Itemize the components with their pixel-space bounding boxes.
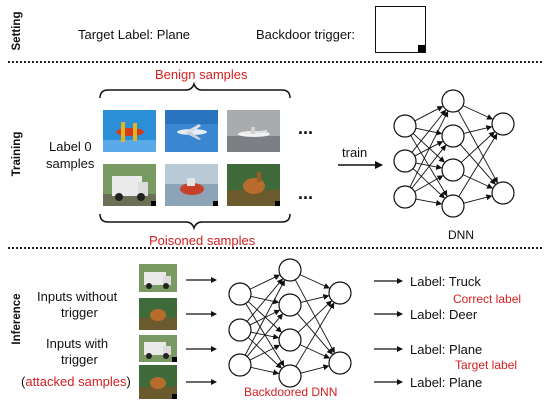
output-label-plane-2: Label: Plane <box>410 375 483 390</box>
backdoored-dnn-edge <box>250 366 280 376</box>
ellipsis-top: ... <box>298 118 314 138</box>
backdoored-dnn-node-layer1 <box>278 258 302 282</box>
training-dnn-edge <box>462 105 494 120</box>
inference-image-truck <box>139 264 177 292</box>
backdoored-dnn-edge <box>295 302 335 367</box>
backdoor-trigger-text: Backdoor trigger: <box>256 27 355 42</box>
output-label-plane-1: Label: Plane <box>410 342 483 357</box>
training-dnn-node-layer1 <box>441 194 465 218</box>
trigger-square <box>418 45 425 52</box>
training-dnn-node-layer2 <box>491 112 515 136</box>
output-label-deer: Label: Deer <box>410 307 478 322</box>
inputs-without-line2: trigger <box>61 305 98 320</box>
training-dnn-edge <box>414 141 444 157</box>
backdoored-dnn-node-layer0 <box>228 282 252 306</box>
training-dnn-edge <box>414 175 444 192</box>
trigger-pattern-box <box>375 6 426 53</box>
training-dnn-node-layer0 <box>393 185 417 209</box>
target-label-text: Target Label: Plane <box>78 27 191 42</box>
attacked-samples-note: (attacked samples) <box>21 374 131 389</box>
attacked-close-paren: ) <box>126 374 131 389</box>
poisoned-image-ship <box>165 164 218 206</box>
backdoored-dnn-edge <box>296 313 333 355</box>
training-dnn-edge <box>412 133 445 163</box>
training-dnn-edge <box>463 125 493 134</box>
backdoored-dnn-node-layer2 <box>328 351 352 375</box>
training-dnn-node-layer0 <box>393 149 417 173</box>
ellipsis-bottom: ... <box>298 183 314 203</box>
benign-samples-label: Benign samples <box>155 67 248 82</box>
dnn-label: DNN <box>448 228 474 242</box>
poisoned-samples-label: Poisoned samples <box>149 233 256 248</box>
backdoored-dnn-edge <box>300 364 330 374</box>
backdoored-dnn-node-layer1 <box>278 364 302 388</box>
inference-image-deer-trigger <box>139 365 177 399</box>
training-dnn-node-layer2 <box>491 181 515 205</box>
separator-setting <box>8 61 542 63</box>
samples-text: samples <box>46 156 95 171</box>
attacked-samples-text: attacked samples <box>25 374 127 389</box>
output-label-truck: Label: Truck <box>410 274 481 289</box>
benign-image-plane-2 <box>165 110 218 152</box>
training-dnn-edge <box>411 144 447 189</box>
backdoored-dnn-edge <box>249 274 281 290</box>
backdoored-dnn-node-layer1 <box>278 328 302 352</box>
attacked-open-paren: ( <box>21 374 26 389</box>
backdoored-dnn-label: Backdoored DNN <box>244 385 338 399</box>
training-dnn-node-layer1 <box>441 158 465 182</box>
benign-brace <box>99 81 291 99</box>
backdoored-dnn-edge <box>246 313 283 357</box>
benign-image-plane-1 <box>103 110 156 152</box>
train-label: train <box>342 145 368 160</box>
inputs-without-line1: Inputs without <box>37 289 118 304</box>
training-dnn-edge <box>459 143 496 185</box>
training-dnn-edge <box>414 106 444 122</box>
training-dnn-edge <box>462 174 494 189</box>
training-dnn-edge <box>412 168 445 199</box>
inputs-with-line1: Inputs with <box>46 336 109 351</box>
training-dnn-edge <box>409 110 449 188</box>
training-dnn-edge <box>460 131 495 163</box>
poisoned-image-truck <box>103 164 156 206</box>
backdoored-dnn-edge <box>246 278 283 322</box>
backdoored-dnn-edge <box>249 344 281 361</box>
backdoored-dnn-edge <box>299 344 331 359</box>
benign-image-plane-3 <box>227 110 280 152</box>
correct-label-tag: Correct label <box>453 292 522 306</box>
training-dnn-node-layer1 <box>441 124 465 148</box>
separator-training <box>8 247 542 249</box>
inference-image-truck-trigger <box>139 335 177 362</box>
inference-image-deer <box>139 298 177 330</box>
training-dnn-edge <box>415 162 443 170</box>
training-dnn-graph <box>393 89 515 218</box>
backdoored-dnn-node-layer0 <box>228 353 252 377</box>
backdoored-dnn-edge <box>294 279 335 354</box>
backdoored-dnn-graph <box>228 258 352 388</box>
backdoored-dnn-node-layer2 <box>328 281 352 305</box>
training-dnn-edge <box>463 194 493 204</box>
backdoored-dnn-edge <box>244 279 285 356</box>
backdoored-dnn-edge <box>247 301 282 333</box>
backdoored-dnn-edge <box>300 294 330 303</box>
inputs-with-line2: trigger <box>61 352 98 367</box>
training-dnn-node-layer0 <box>393 114 417 138</box>
training-dnn-edge <box>457 110 498 184</box>
backdoored-dnn-edge <box>299 274 331 289</box>
training-dnn-edge <box>415 198 443 206</box>
target-label-tag: Target label <box>455 358 518 372</box>
backdoored-dnn-node-layer0 <box>228 318 252 342</box>
backdoored-dnn-node-layer1 <box>278 293 302 317</box>
backdoored-dnn-edge <box>297 300 332 333</box>
training-dnn-edge <box>411 109 447 153</box>
poisoned-brace <box>99 213 291 231</box>
poisoned-image-deer <box>227 164 280 206</box>
training-dnn-edge <box>458 133 498 197</box>
label0-text: Label 0 <box>49 139 92 154</box>
training-dnn-node-layer1 <box>441 89 465 113</box>
